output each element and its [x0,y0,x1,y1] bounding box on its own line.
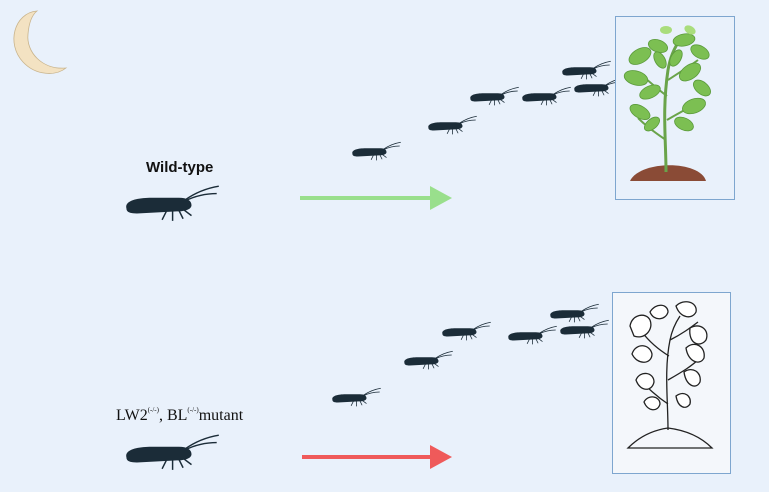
mutant-plant-box [612,292,731,474]
mutant-gene-lw2: LW2 [116,407,148,424]
flying-insect-icon [469,86,520,106]
flying-insect-icon [441,321,492,341]
wild-type-flight-path [351,60,624,161]
flying-insect-icon [351,141,402,161]
crescent-moon-icon [13,10,68,74]
flying-insect-icon [559,319,610,339]
mutant-flight-path [331,303,610,407]
flying-insect-icon [521,86,572,106]
flying-insect-icon [427,115,478,135]
wild-type-main-insect [125,185,220,222]
flying-insect-icon [403,350,454,370]
flying-insect-icon [331,387,382,407]
mutant-main-insect [125,434,220,471]
wild-type-plant-box [615,16,735,200]
wild-type-label: Wild-type [146,159,214,176]
mutant-label: LW2(-/-), BL(-/-)mutant [116,405,244,425]
green-arrow [300,186,452,210]
mutant-suffix: mutant [198,407,244,424]
mutant-gene-bl: , BL [158,407,188,424]
mutant-genotype-lw2: (-/-) [147,405,159,414]
flying-insect-icon [561,60,612,80]
mutant-genotype-bl: (-/-) [187,405,199,414]
flying-insect-icon [507,325,558,345]
red-arrow [302,445,452,469]
flying-insect-icon [549,303,600,323]
